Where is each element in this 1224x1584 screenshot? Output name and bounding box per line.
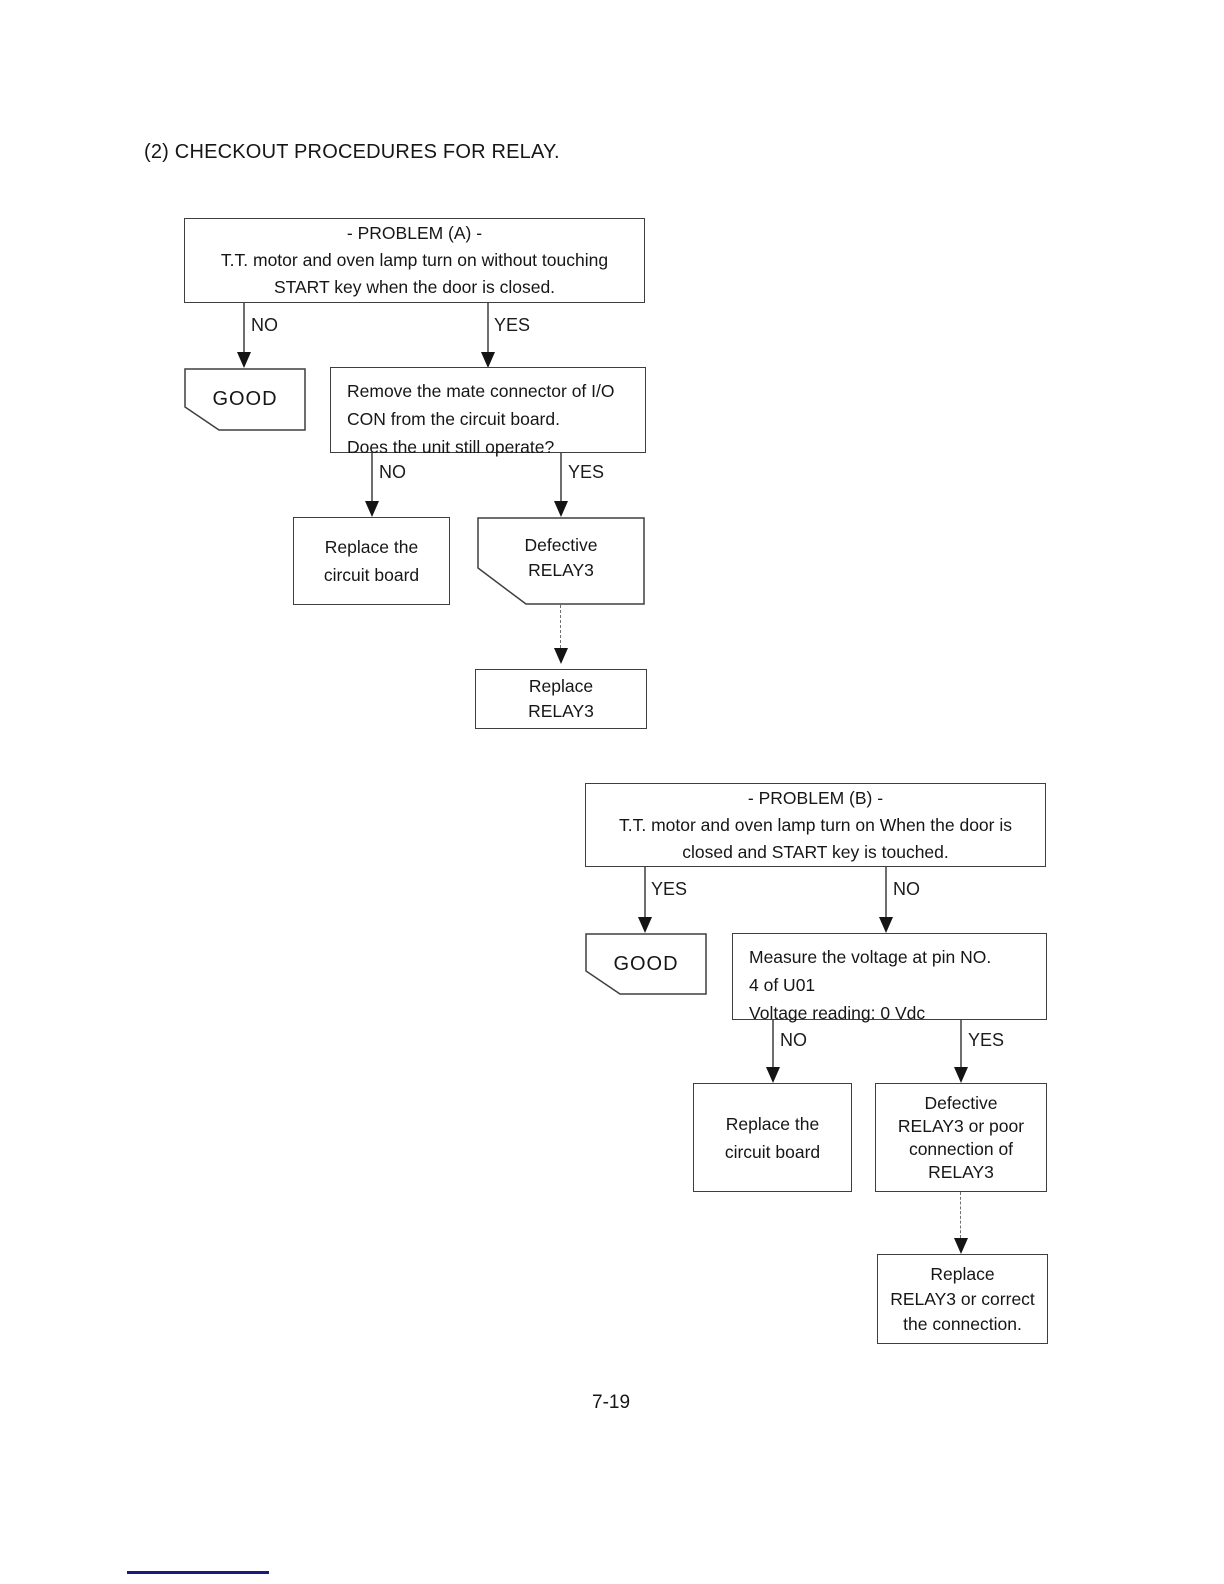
good-label-a: GOOD bbox=[212, 388, 278, 410]
action-a-line1: Replace bbox=[528, 676, 594, 696]
question-box-a: Remove the mate connector of I/O CON fro… bbox=[330, 367, 646, 457]
problem-b-line2: closed and START key is touched. bbox=[682, 841, 949, 862]
problem-a-line1: T.T. motor and oven lamp turn on without… bbox=[220, 250, 609, 270]
good-box-a: GOOD bbox=[184, 368, 306, 431]
branch-label-yes: YES bbox=[568, 462, 605, 482]
question-b-line2: 4 of U01 bbox=[749, 975, 816, 995]
branch-label-yes: YES bbox=[494, 315, 531, 335]
defective-relay-box-a: Defective RELAY3 bbox=[477, 517, 645, 605]
question-a-line2: CON from the circuit board. bbox=[347, 409, 560, 429]
flow-connector bbox=[885, 867, 887, 917]
footer-rule bbox=[127, 1571, 269, 1574]
branch-label-no: NO bbox=[780, 1030, 807, 1050]
flow-connector bbox=[371, 453, 373, 501]
defective-b-line2: RELAY3 or poor bbox=[897, 1115, 1025, 1136]
action-box-b: Replace RELAY3 or correct the connection… bbox=[877, 1254, 1048, 1344]
replace-board-a-line1: Replace the bbox=[324, 537, 419, 557]
page-number: 7-19 bbox=[592, 1392, 631, 1413]
replace-board-box-b: Replace the circuit board bbox=[693, 1083, 852, 1192]
branch-label-no: NO bbox=[379, 462, 406, 482]
problem-a-box: - PROBLEM (A) - T.T. motor and oven lamp… bbox=[184, 218, 645, 303]
good-label-b: GOOD bbox=[613, 952, 679, 975]
down-arrowhead-icon bbox=[638, 917, 652, 933]
problem-a-line2: START key when the door is closed. bbox=[273, 277, 556, 297]
action-box-a: Replace RELAY3 bbox=[475, 669, 647, 729]
down-arrowhead-icon bbox=[766, 1067, 780, 1083]
problem-b-title: - PROBLEM (B) - bbox=[747, 787, 884, 808]
down-arrowhead-icon bbox=[879, 917, 893, 933]
branch-label-no: NO bbox=[251, 315, 278, 335]
defective-b-line3: connection of bbox=[908, 1138, 1014, 1159]
down-arrowhead-icon bbox=[954, 1067, 968, 1083]
flow-connector bbox=[560, 605, 561, 648]
flow-connector bbox=[772, 1020, 774, 1067]
good-box-b: GOOD bbox=[585, 933, 707, 995]
branch-label-no: NO bbox=[893, 879, 920, 899]
down-arrowhead-icon bbox=[954, 1238, 968, 1254]
flow-connector bbox=[960, 1020, 962, 1067]
down-arrowhead-icon bbox=[554, 501, 568, 517]
down-arrowhead-icon bbox=[237, 352, 251, 368]
problem-b-line1: T.T. motor and oven lamp turn on When th… bbox=[619, 814, 1012, 835]
flow-connector bbox=[487, 303, 489, 353]
flow-connector bbox=[243, 303, 245, 353]
action-b-line2: RELAY3 or correct bbox=[890, 1288, 1035, 1309]
flow-connector bbox=[560, 453, 562, 501]
defective-a-line2: RELAY3 bbox=[528, 560, 594, 580]
question-b-line3: Voltage reading: 0 Vdc bbox=[749, 1003, 926, 1023]
flow-connector bbox=[960, 1192, 961, 1238]
replace-board-box-a: Replace the circuit board bbox=[293, 517, 450, 605]
question-a-line3: Does the unit still operate? bbox=[347, 437, 555, 457]
problem-b-box: - PROBLEM (B) - T.T. motor and oven lamp… bbox=[585, 783, 1046, 867]
down-arrowhead-icon bbox=[481, 352, 495, 368]
notched-box-outline bbox=[477, 517, 645, 605]
replace-board-b-line1: Replace the bbox=[725, 1113, 820, 1134]
defective-b-line4: RELAY3 bbox=[928, 1161, 994, 1182]
notched-box-outline bbox=[585, 933, 707, 995]
problem-a-title: - PROBLEM (A) - bbox=[346, 223, 483, 243]
branch-label-yes: YES bbox=[651, 879, 688, 899]
defective-a-line1: Defective bbox=[524, 535, 598, 555]
action-b-line1: Replace bbox=[930, 1263, 995, 1284]
action-a-line2: RELAY3 bbox=[528, 701, 594, 721]
notched-box-outline bbox=[184, 368, 306, 431]
replace-board-b-line2: circuit board bbox=[724, 1141, 821, 1162]
question-box-b: Measure the voltage at pin NO. 4 of U01 … bbox=[732, 933, 1047, 1023]
defective-relay-a-label: Defective RELAY3 bbox=[477, 517, 645, 605]
down-arrowhead-icon bbox=[365, 501, 379, 517]
branch-label-yes: YES bbox=[968, 1030, 1005, 1050]
defective-b-line1: Defective bbox=[924, 1092, 998, 1113]
down-arrowhead-icon bbox=[554, 648, 568, 664]
section-heading: (2) CHECKOUT PROCEDURES FOR RELAY. bbox=[144, 141, 560, 163]
action-b-line3: the connection. bbox=[903, 1313, 1022, 1334]
question-b-line1: Measure the voltage at pin NO. bbox=[749, 947, 992, 967]
defective-relay-box-b: Defective RELAY3 or poor connection of R… bbox=[875, 1083, 1047, 1192]
flow-connector bbox=[644, 867, 646, 917]
question-a-line1: Remove the mate connector of I/O bbox=[347, 381, 615, 401]
replace-board-a-line2: circuit board bbox=[323, 565, 420, 585]
